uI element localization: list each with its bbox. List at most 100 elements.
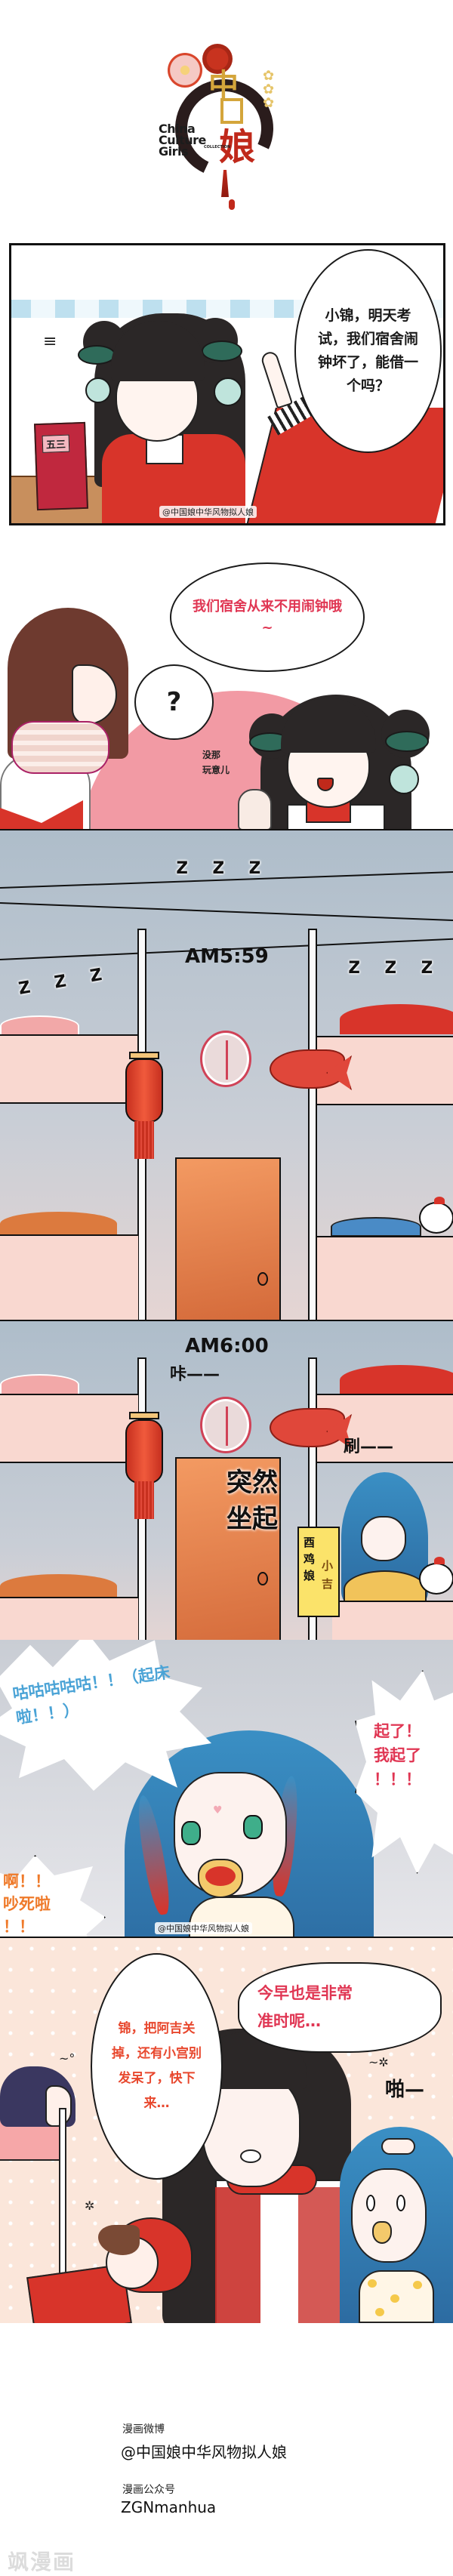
eye-left	[366, 2195, 375, 2211]
credits-footer: 漫画微博 @中国娘中华风物拟人娘 漫画公众号 ZGNmanhua 飒漫画	[0, 2323, 453, 2574]
sfx-swish: 刷——	[344, 1437, 394, 1456]
logo-en-line-3: Girls	[159, 144, 189, 159]
blanket-lower-left	[0, 1574, 117, 1598]
speech-right-line-1: 今早也是非常	[257, 1984, 353, 2002]
question-bubble: ?	[134, 664, 214, 740]
weibo-handle: @中国娘中华风物拟人娘	[121, 2443, 287, 2461]
peony-flower-icon	[168, 53, 202, 88]
logo-english-title: China Culture Girls	[159, 122, 206, 159]
comic-panel-6-morning: ~° ✲ ~✲ 啪— 锦，把阿吉关掉，还有小宫别发呆了，快下来… 今早也是非常 …	[0, 1938, 453, 2323]
comic-panel-4-wakeup: AM6:00 咔—— 突然 坐起 刷—— 酉鸡娘 小吉	[0, 1321, 453, 1646]
open-mouth	[240, 2149, 261, 2163]
logo-en-line-1: China	[159, 122, 196, 136]
red-jacket-panel-right	[298, 2187, 340, 2323]
narration-sudden-sit-up: 突然 坐起	[226, 1465, 278, 1537]
sleeping-blue-hair	[331, 1217, 421, 1237]
shout-right-line-2: 我起了	[374, 1746, 421, 1764]
time-label: AM5:59	[185, 945, 269, 968]
chicken-plush-icon	[419, 1202, 453, 1234]
jade-ornament-right	[385, 731, 429, 752]
chick-icon	[390, 2294, 399, 2303]
clock-hand	[226, 1040, 228, 1080]
bunk-bed-upper-left	[0, 1394, 138, 1463]
tassel-icon	[221, 170, 229, 197]
snore-zzz-top: z z z	[175, 853, 267, 880]
wall-clock-icon	[200, 1397, 251, 1453]
chick-icon	[368, 2279, 377, 2288]
narration-line-1: 突然	[226, 1468, 278, 1498]
surprise-sparkle-icon: ✲	[85, 2199, 95, 2213]
blanket-upper-right	[340, 1365, 453, 1395]
open-mouth	[205, 1866, 236, 1886]
comic-panel-5-crowing: ♥ 咕咕咕咕咕！！（起床啦！！） 起了！ 我起了 ！！！ 啊！！ 吵死啦 ！！ …	[0, 1640, 453, 1938]
blanket-upper-right	[340, 1004, 453, 1034]
annoyed-mark-icon: ≡	[43, 332, 57, 351]
nameplate-line-1: 酉鸡娘	[304, 1536, 316, 1582]
pointing-finger-icon	[259, 350, 294, 409]
speech-bubble-turn-off-aji: 锦，把阿吉关掉，还有小宫别发呆了，快下来…	[91, 1953, 223, 2180]
site-watermark: 飒漫画	[8, 2550, 76, 2574]
bunk-bed-lower-left	[0, 1234, 138, 1320]
wechat-label: 漫画公众号	[122, 2484, 175, 2496]
aside-line-2: 玩意儿	[202, 765, 230, 775]
bunk-bed-upper-left	[0, 1034, 138, 1104]
logo-title-zhong: 中	[208, 67, 239, 103]
study-book: 五三	[34, 421, 88, 511]
wechat-handle: ZGNmanhua	[121, 2498, 217, 2516]
blanket-upper-left	[0, 1015, 79, 1037]
shout-right-line-1: 起了！	[374, 1722, 421, 1740]
shout-so-noisy-text: 啊！！ 吵死啦 ！！	[3, 1870, 86, 1937]
speech-bubble-on-time: 今早也是非常 准时呢…	[238, 1962, 442, 2053]
jade-ornament-right	[202, 340, 242, 362]
chicken-beak	[372, 2221, 392, 2244]
hair-bead-right	[389, 764, 419, 794]
book-title: 五三	[42, 434, 70, 453]
chick-icon	[375, 2308, 384, 2316]
eye-right	[396, 2195, 405, 2211]
snore-zzz-right: z z z	[347, 953, 439, 979]
wall-clock-icon	[200, 1031, 251, 1087]
blanket-upper-left	[0, 1374, 79, 1395]
logo-title-guo-frame	[220, 98, 243, 124]
forehead-heart-icon: ♥	[213, 1804, 223, 1816]
weibo-watermark: @中国娘中华风物拟人娘	[159, 506, 257, 518]
blanket-lower-left	[0, 1212, 117, 1236]
sfx-tick: 咔——	[170, 1365, 220, 1384]
hair-bead-right	[214, 377, 242, 406]
clasped-hands	[238, 789, 272, 829]
logo-en-line-2: Culture	[159, 133, 206, 147]
aside-line-1: 没那	[202, 750, 221, 760]
bed-post-right	[308, 929, 317, 1320]
chicken-comb	[434, 1557, 445, 1564]
weibo-watermark: @中国娘中华风物拟人娘	[155, 1922, 252, 1934]
hair-bead-left	[85, 377, 111, 403]
xiaoji-face	[351, 2168, 427, 2263]
red-lantern-icon	[125, 1419, 163, 1484]
speech-bubble-borrow-clock: 小锦，明天考试，我们宿舍闹钟坏了，能借一个吗？	[294, 249, 442, 453]
bunk-bed-lower-right	[332, 1601, 453, 1644]
logo-title-niang: 娘	[219, 126, 256, 168]
lantern-tassel	[134, 1121, 154, 1159]
kid-brown-hair	[98, 2225, 140, 2255]
sfx-pat: 啪—	[385, 2078, 425, 2101]
nameplate-line-2: 小吉	[322, 1559, 334, 1591]
dorm-door	[175, 1157, 281, 1320]
comic-panel-3-night: z z z z z z z z z AM5:59	[0, 830, 453, 1321]
speech-right-line-2: 准时呢…	[257, 2012, 321, 2030]
daze-squiggle-icon: ~°	[59, 2051, 76, 2066]
jade-ornament-left	[78, 345, 116, 365]
eye-right	[243, 1815, 263, 1839]
xiaogong-face	[45, 2085, 72, 2127]
eye-left	[181, 1821, 201, 1845]
shout-im-up-text: 起了！ 我起了 ！！！	[374, 1719, 453, 1792]
lantern-cap	[129, 1412, 159, 1419]
aside-text: 没那 玩意儿	[202, 747, 230, 778]
chicken-plush-icon	[419, 1563, 453, 1595]
time-label: AM6:00	[185, 1335, 269, 1357]
shout-bottom-line-2: 吵死啦	[3, 1895, 51, 1913]
comic-panel-2: 我们宿舍从来不用闹钟哦~ ? 没那 玩意儿	[0, 551, 453, 830]
door-knob	[257, 1572, 268, 1585]
xiaoji-sleepy-face	[361, 1516, 406, 1561]
smiling-mouth	[317, 778, 334, 791]
chicken-comb	[434, 1197, 445, 1204]
